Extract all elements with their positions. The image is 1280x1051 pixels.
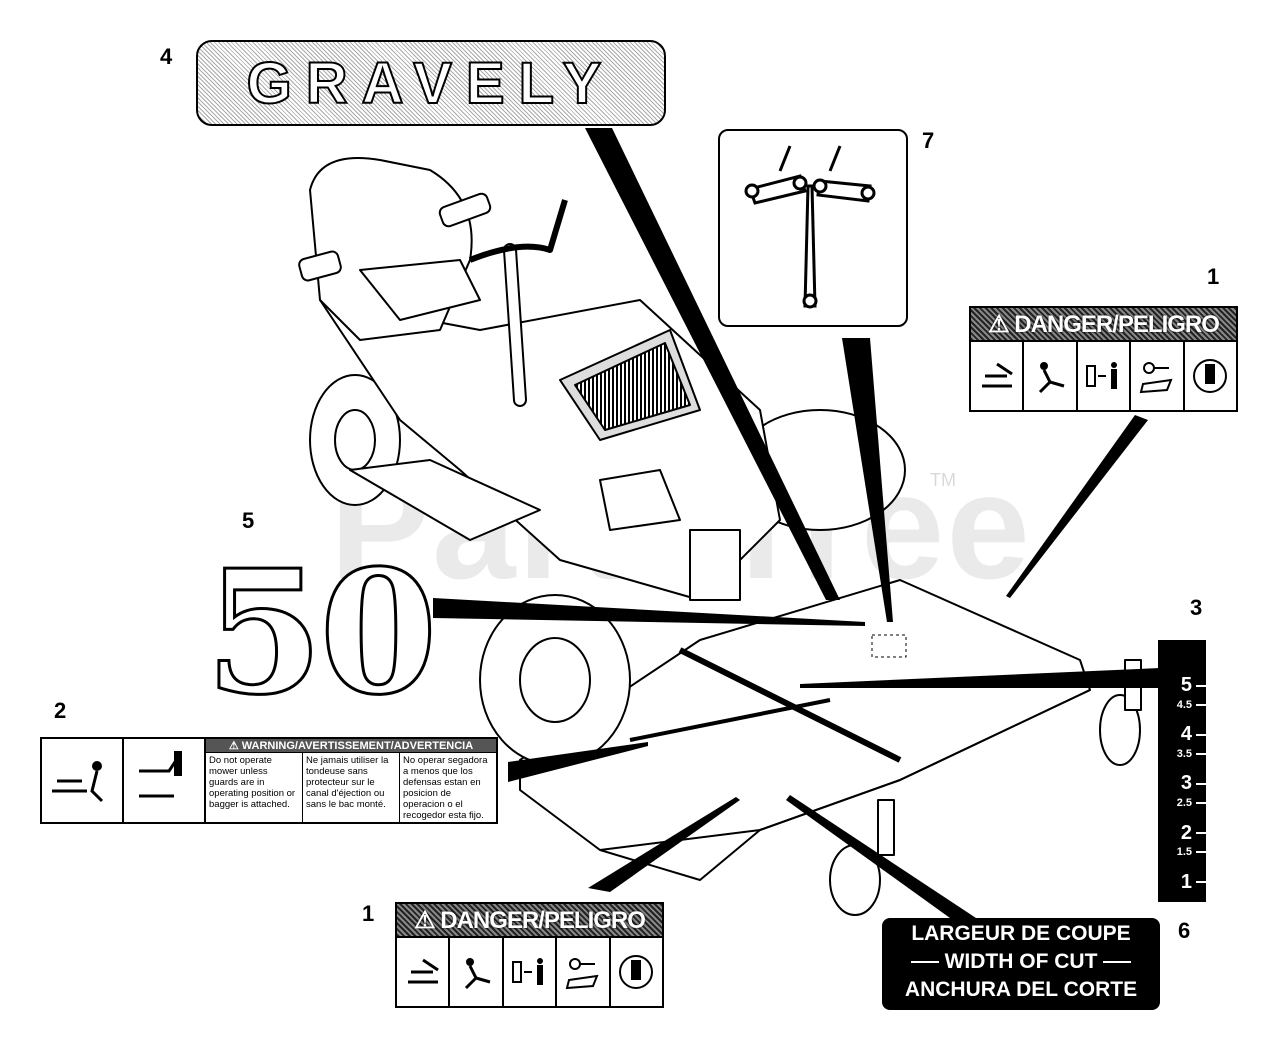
guard-position-icon [124,739,206,822]
gauge-tick-2-5: 2.5 [1177,797,1206,809]
gauge-tick-5: 5 [1181,674,1206,697]
callout-1-top: 1 [1207,264,1220,289]
warning-text-en: Do not operate mower unless guards are i… [206,753,303,823]
caster-wheel-right [1099,694,1141,766]
model-50-decal: 50 [204,533,440,733]
callout-4: 4 [160,44,173,69]
danger-header: ⚠ DANGER/PELIGRO [971,308,1236,342]
remove-key-icon [557,938,611,1006]
discharge-hazard-icon [42,739,124,822]
blade-hazard-icon [450,938,504,1006]
gauge-tick-4: 4 [1181,723,1206,746]
trademark-mark: TM [930,470,956,490]
mower-seat [309,157,473,341]
width-of-cut-decal: LARGEUR DE COUPE WIDTH OF CUT ANCHURA DE… [882,918,1160,1010]
callout-2: 2 [54,698,67,723]
leader-danger-bottom [588,797,740,892]
leader-width [786,795,976,918]
callout-7: 7 [922,128,935,153]
linkage-detail-box [718,129,908,327]
remove-key-icon [1131,342,1185,410]
blade-hazard-icon [1024,342,1078,410]
read-manual-icon [611,938,662,1006]
callout-5: 5 [242,508,255,533]
linkage-icon [744,145,876,309]
callout-6: 6 [1178,918,1191,943]
warning-text-es: No operar segadora a menos que los defen… [403,755,488,821]
brand-decal-text: GRAVELY [246,50,616,117]
leader-detail [842,338,893,622]
gauge-tick-1: 1 [1181,871,1206,894]
warning-header: ⚠ WARNING/AVERTISSEMENT/ADVERTENCIA [206,739,496,753]
gauge-tick-3-5: 3.5 [1177,748,1206,760]
thrown-objects-icon [397,938,451,1006]
leader-gauge [800,668,1160,688]
width-line-fr: LARGEUR DE COUPE [911,922,1131,945]
gauge-tick-1-5: 1.5 [1177,846,1206,858]
gauge-tick-4-5: 4.5 [1177,699,1206,711]
callout-1-bottom: 1 [362,901,375,926]
warning-text-fr: Ne jamais utiliser la tondeuse sans prot… [303,753,400,823]
leader-model [433,598,865,626]
warning-decal: ⚠ WARNING/AVERTISSEMENT/ADVERTENCIA Do n… [40,737,498,824]
keep-distance-icon [504,938,558,1006]
keep-distance-icon [1078,342,1132,410]
gauge-tick-2: 2 [1181,822,1206,845]
read-manual-icon [1185,342,1236,410]
width-line-es: ANCHURA DEL CORTE [904,978,1138,1001]
danger-decal-bottom: ⚠ DANGER/PELIGRO [395,902,664,1008]
danger-header: ⚠ DANGER/PELIGRO [397,904,662,938]
thrown-objects-icon [971,342,1025,410]
leader-warning [508,742,648,782]
leader-brand [585,128,840,600]
callout-3: 3 [1190,595,1203,620]
brand-decal: GRAVELY [196,40,666,126]
gauge-tick-3: 3 [1181,772,1206,795]
danger-decal-top: ⚠ DANGER/PELIGRO [969,306,1238,412]
leader-danger-top [1006,415,1148,598]
width-line-en: WIDTH OF CUT [944,950,1098,973]
